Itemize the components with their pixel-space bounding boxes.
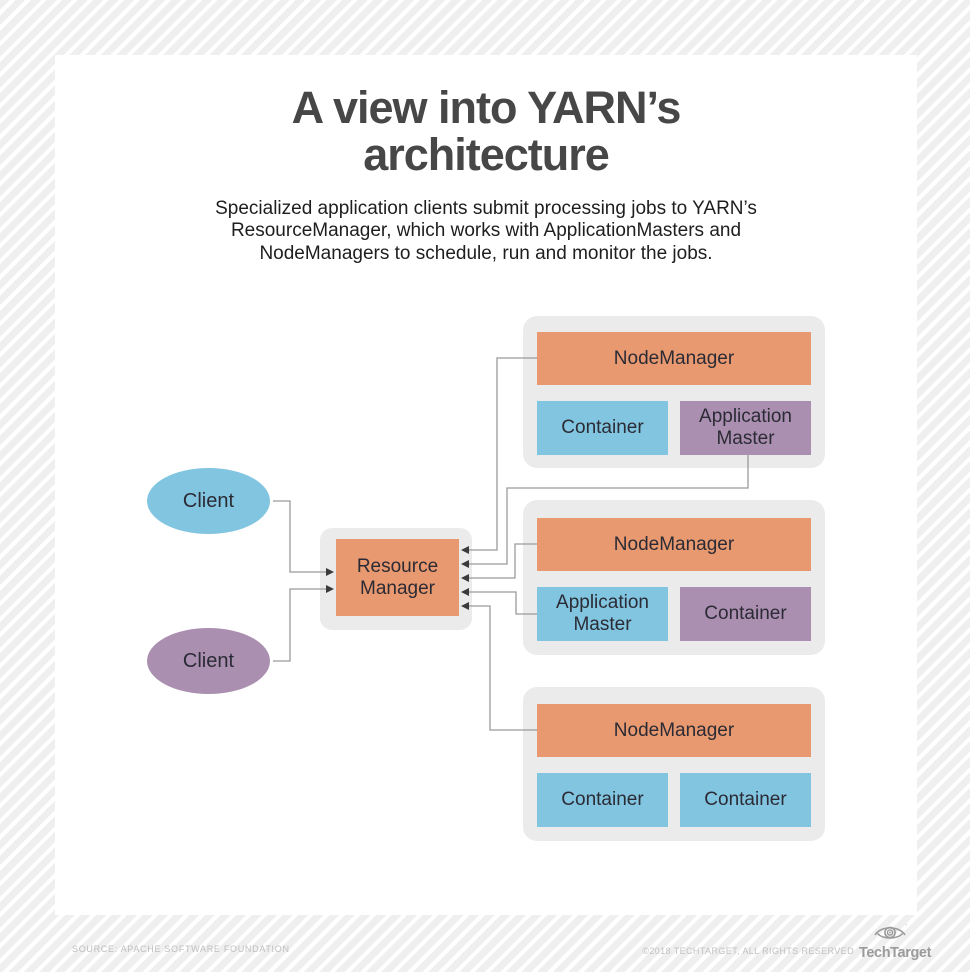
page-title: A view into YARN’s architecture — [55, 82, 917, 180]
svg-text:™: ™ — [905, 923, 907, 928]
client-node-top-label: Client — [182, 489, 235, 512]
container-box-1a: Container — [537, 401, 668, 455]
nodemanager-box-3: NodeManager — [537, 704, 811, 757]
nodemanager-group-3: NodeManager Container Container — [523, 687, 825, 841]
source-credit: SOURCE: APACHE SOFTWARE FOUNDATION — [72, 944, 290, 954]
container-label-1a: Container — [561, 417, 644, 439]
application-master-label-1: Application Master — [699, 406, 792, 449]
resource-manager-group: Resource Manager — [320, 528, 472, 630]
resource-manager-label: Resource Manager — [356, 555, 439, 599]
subtitle-line2: ResourceManager, which works with Applic… — [230, 220, 742, 242]
container-box-2a: Container — [680, 587, 811, 641]
application-master-label-2: Application Master — [556, 592, 649, 635]
techtarget-logo: ™ TechTarget — [859, 922, 932, 961]
nodemanager-group-1: NodeManager Container Application Master — [523, 316, 825, 468]
nodemanager-label-2: NodeManager — [613, 533, 735, 555]
subtitle-line1: Specialized application clients submit p… — [215, 198, 757, 219]
techtarget-wordmark: TechTarget — [859, 945, 932, 961]
subtitle-line3: NodeManagers to schedule, run and monito… — [259, 242, 713, 264]
nodemanager-box-1: NodeManager — [537, 332, 811, 385]
page-title-line2: architecture — [363, 128, 610, 180]
client-node-top: Client — [147, 468, 270, 534]
application-master-box-2: Application Master — [537, 587, 668, 641]
container-label-2a: Container — [704, 603, 787, 625]
nodemanager-label-3: NodeManager — [613, 719, 735, 741]
nodemanager-group-2: NodeManager Application Master Container — [523, 500, 825, 655]
container-label-3b: Container — [704, 789, 787, 811]
page-title-line1: A view into YARN’s — [291, 82, 682, 133]
nodemanager-label-1: NodeManager — [613, 347, 735, 369]
client-node-bottom: Client — [147, 628, 270, 694]
container-label-3a: Container — [561, 789, 644, 811]
copyright-text: ©2018 TECHTARGET, ALL RIGHTS RESERVED — [642, 946, 854, 956]
client-node-bottom-label: Client — [182, 649, 235, 672]
container-box-3b: Container — [680, 773, 811, 827]
application-master-box-1: Application Master — [680, 401, 811, 455]
container-box-3a: Container — [537, 773, 668, 827]
techtarget-eye-icon: ™ — [874, 923, 909, 939]
nodemanager-box-2: NodeManager — [537, 518, 811, 571]
resource-manager-box: Resource Manager — [336, 539, 459, 616]
page-subtitle: Specialized application clients submit p… — [55, 198, 917, 265]
